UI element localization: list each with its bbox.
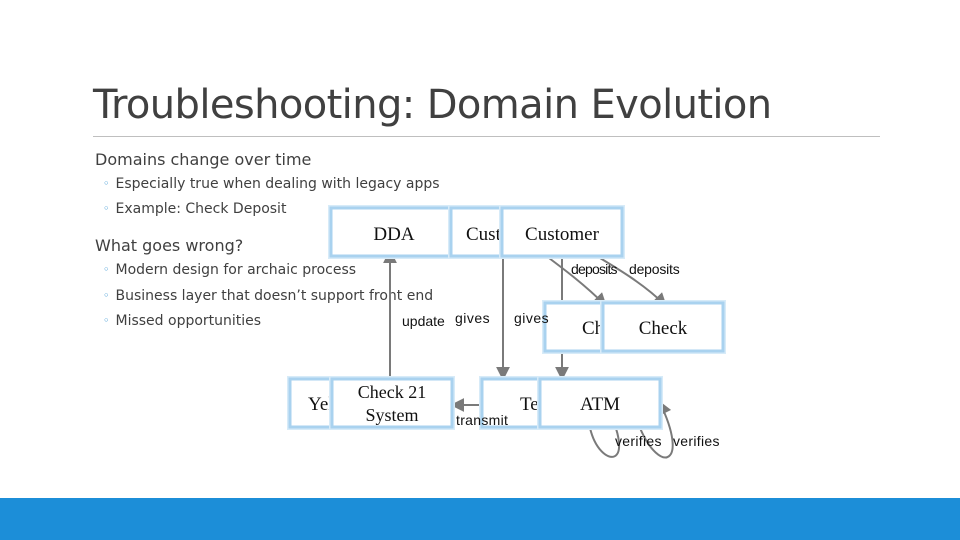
node-customer-label: Customer [525, 224, 600, 245]
node-cust-label: Cust [466, 224, 502, 245]
node-check-label: Check [639, 318, 688, 339]
edge-label-deposits-2: deposits [629, 261, 680, 277]
bullet-text: Especially true when dealing with legacy… [115, 176, 440, 192]
bullet-business-layer: ◦ Business layer that doesn’t support fro… [103, 288, 433, 304]
bullet-icon: ◦ [103, 314, 110, 327]
node-dda-label: DDA [373, 224, 414, 245]
edge-verifies-2 [639, 400, 674, 459]
node-check21-label-line1: Check 21 [358, 382, 426, 402]
title-divider [93, 136, 880, 137]
edge-label-update: update [402, 313, 445, 329]
section-heading-domains-change: Domains change over time [95, 150, 312, 169]
bullet-check-deposit: ◦ Example: Check Deposit [103, 201, 286, 217]
slide-title: Troubleshooting: Domain Evolution [93, 82, 772, 128]
footer-accent-bar [0, 498, 960, 540]
node-customer: Customer [499, 205, 625, 259]
bullet-text: Business layer that doesn’t support fron… [115, 288, 434, 304]
edge-label-deposits-1: deposits [571, 261, 618, 277]
edge-label-gives-1: gives [455, 310, 490, 326]
section-heading-what-goes-wrong: What goes wrong? [95, 236, 244, 255]
bullet-text: Missed opportunities [115, 313, 262, 329]
bullet-modern-design: ◦ Modern design for archaic process [103, 262, 356, 278]
edge-label-gives-2: gives [514, 310, 549, 326]
node-atm-label: ATM [580, 394, 620, 415]
node-check21-label-line2: System [365, 405, 418, 425]
edge-label-transmit: transmit [456, 412, 508, 428]
bullet-icon: ◦ [103, 263, 110, 276]
bullet-icon: ◦ [103, 289, 110, 302]
bullet-missed-opportunities: ◦ Missed opportunities [103, 313, 261, 329]
edge-deposits-1 [544, 254, 607, 307]
node-check: Check [600, 300, 726, 354]
bullet-icon: ◦ [103, 177, 110, 190]
node-ch-label: Ch [582, 318, 605, 339]
node-check21-system: Check 21 System [329, 376, 455, 430]
node-yel-label: Yel [308, 394, 334, 415]
edge-deposits-2 [594, 254, 667, 307]
node-atm: ATM [537, 376, 663, 430]
node-te-label: Te [520, 394, 539, 415]
edge-labels: deposits deposits update gives gives tra… [402, 261, 720, 449]
bullet-icon: ◦ [103, 202, 110, 215]
bullet-text: Example: Check Deposit [115, 201, 287, 217]
edge-label-verifies-1: verifies [615, 433, 662, 449]
edge-label-verifies-2: verifies [673, 433, 720, 449]
bullet-legacy-apps: ◦ Especially true when dealing with legac… [103, 176, 440, 192]
node-dda: DDA [328, 205, 456, 259]
bullet-text: Modern design for archaic process [115, 262, 357, 278]
